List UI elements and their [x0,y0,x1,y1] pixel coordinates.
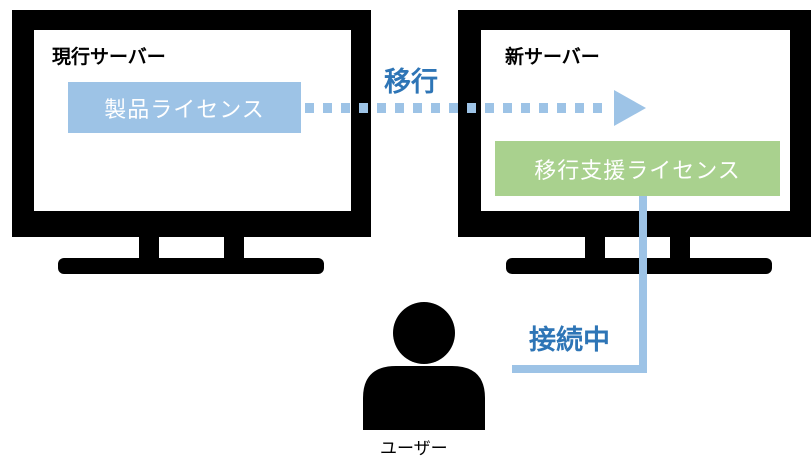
arrow-dot [467,103,476,113]
arrow-dot [305,103,314,113]
monitor-foot [58,258,324,274]
arrow-dot [359,103,368,113]
new-server-title: 新サーバー [505,46,600,68]
arrow-dot [377,103,386,113]
arrow-dot [557,103,566,113]
arrow-dot [449,103,458,113]
monitor-neck-left [585,236,605,262]
connection-line [512,196,647,373]
current-server-title: 現行サーバー [52,46,166,68]
migration-label: 移行 [384,67,438,98]
arrow-dot [539,103,548,113]
arrow-dot [431,103,440,113]
connection-label: 接続中 [529,325,610,356]
arrow-dot [593,103,602,113]
arrow-dot [341,103,350,113]
product-license-box: 製品ライセンス [68,82,301,133]
arrow-dot [521,103,530,113]
monitor-neck-left [139,236,159,262]
monitor-neck-right [224,236,244,262]
support-license-box: 移行支援ライセンス [495,141,780,196]
arrow-dot [323,103,332,113]
arrow-dot [395,103,404,113]
arrow-dot [575,103,584,113]
arrow-dot [413,103,422,113]
user-body [363,366,485,430]
user-head [393,302,455,364]
user-label: ユーザー [380,439,448,459]
migration-arrow [305,90,646,126]
arrow-dot [485,103,494,113]
arrow-head [614,90,646,126]
user-icon [363,302,485,430]
monitor-neck-right [670,236,690,262]
arrow-dot [503,103,512,113]
